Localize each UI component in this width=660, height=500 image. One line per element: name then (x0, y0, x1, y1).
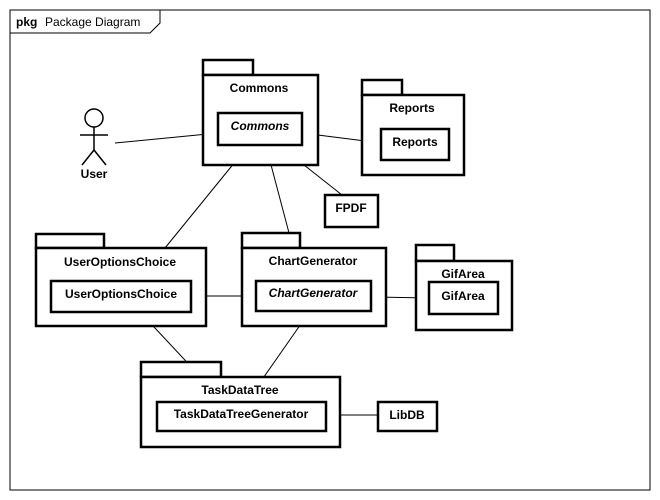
actor-head (84, 108, 104, 128)
package-tab (414, 243, 456, 263)
package-gifarea[interactable]: GifArea GifArea (414, 243, 514, 332)
package-tab (139, 360, 223, 379)
component-libdb[interactable]: LibDB (376, 400, 439, 433)
class-box-useroptionschoice[interactable] (49, 279, 193, 314)
class-name: TaskDataTreeGenerator (174, 407, 309, 421)
actor-left-leg (81, 149, 95, 166)
package-commons[interactable]: Commons Commons (201, 58, 320, 167)
class-name: ChartGenerator (269, 286, 359, 300)
class-name: UserOptionsChoice (65, 287, 177, 301)
package-chartgenerator[interactable]: ChartGenerator ChartGenerator (240, 231, 388, 328)
package-tab (240, 231, 302, 250)
package-reports[interactable]: Reports Reports (360, 78, 466, 177)
class-box-chartgenerator[interactable] (254, 279, 373, 313)
frame-label-tab (10, 10, 161, 34)
class-name: Commons (231, 119, 290, 133)
package-name: GifArea (441, 267, 485, 281)
actor-right-leg (93, 149, 107, 166)
class-box-gifarea[interactable] (427, 280, 500, 316)
package-name: Reports (389, 101, 435, 115)
class-box-commons[interactable] (216, 111, 304, 147)
class-box-reports[interactable] (379, 127, 451, 162)
package-name: Commons (230, 81, 289, 95)
edge-user-commons (114, 132, 219, 144)
class-name: GifArea (441, 289, 485, 303)
fpdf-label: FPDF (335, 201, 366, 215)
package-tab (201, 58, 255, 77)
class-box-taskdatatreegenerator[interactable] (155, 400, 328, 433)
component-fpdf[interactable]: FPDF (323, 193, 380, 229)
libdb-label: LibDB (389, 408, 425, 422)
package-tab (360, 78, 404, 97)
libdb-box (376, 400, 439, 433)
user-actor[interactable]: User (80, 108, 108, 181)
package-taskdatatree[interactable]: TaskDataTree TaskDataTreeGenerator (139, 360, 342, 449)
class-name: Reports (392, 135, 438, 149)
frame-keyword: pkg (16, 15, 37, 29)
diagram-frame (9, 9, 651, 491)
package-name: TaskDataTree (201, 383, 278, 397)
package-useroptionschoice[interactable]: UserOptionsChoice UserOptionsChoice (34, 232, 208, 328)
package-name: UserOptionsChoice (64, 255, 176, 269)
frame-title: Package Diagram (45, 15, 140, 29)
actor-label: User (81, 167, 108, 181)
package-name: ChartGenerator (269, 254, 358, 268)
fpdf-box (323, 193, 380, 229)
package-tab (34, 232, 106, 250)
